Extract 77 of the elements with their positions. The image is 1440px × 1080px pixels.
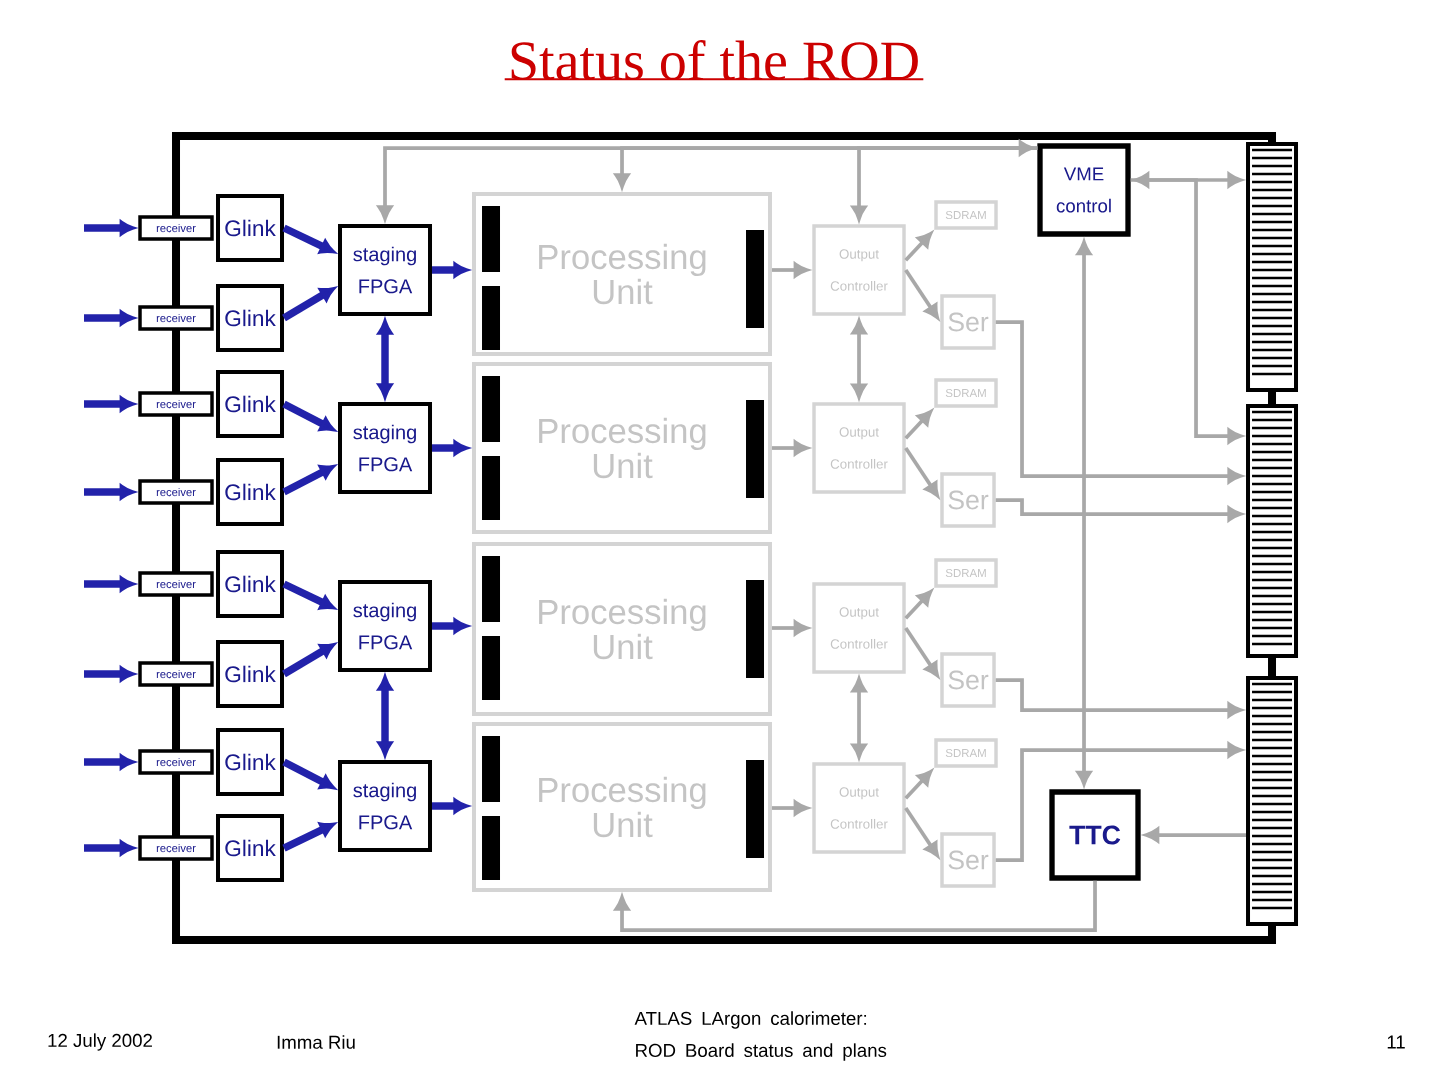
arrow — [851, 146, 1038, 221]
arrow — [904, 232, 933, 262]
arrow — [84, 576, 135, 592]
arrow — [84, 754, 135, 770]
serializer-box: Ser — [940, 652, 996, 708]
arrow — [851, 319, 867, 399]
fpga-box: staging FPGA — [338, 760, 432, 852]
page-number: 11 — [1387, 1035, 1405, 1049]
arrow — [995, 742, 1242, 862]
glink-box: Glink — [216, 640, 284, 708]
glink-box: Glink — [216, 284, 284, 352]
arrow — [282, 224, 335, 254]
arrow — [1144, 827, 1246, 843]
vme-control-box: VME control — [1037, 143, 1131, 237]
arrow — [904, 410, 933, 440]
arrow — [772, 620, 809, 636]
arrow — [772, 800, 809, 816]
arrow — [904, 806, 939, 857]
arrow — [432, 440, 468, 456]
serializer-box: Ser — [940, 832, 996, 888]
fpga-box: staging FPGA — [338, 402, 432, 494]
connector — [1246, 142, 1298, 392]
arrow — [84, 310, 135, 326]
glink-box: Glink — [216, 194, 284, 262]
arrow — [995, 678, 1242, 718]
date-label: 12 July 2002 — [48, 1033, 152, 1051]
arrow — [904, 590, 933, 620]
arrow — [84, 840, 135, 856]
fpga-box: staging FPGA — [338, 224, 432, 316]
arrow — [282, 822, 335, 852]
arrow — [904, 770, 933, 800]
glink-box: Glink — [216, 370, 284, 438]
glink-box: Glink — [216, 728, 284, 796]
arrow — [84, 396, 135, 412]
arrow — [995, 498, 1242, 522]
arrow — [432, 262, 468, 278]
arrow — [904, 626, 939, 677]
arrow — [84, 220, 135, 236]
glink-box: Glink — [216, 550, 284, 618]
serializer-box: Ser — [940, 472, 996, 528]
arrow — [614, 880, 1097, 932]
arrow — [377, 140, 1034, 220]
glink-box: Glink — [216, 814, 284, 882]
title: Status of the ROD — [504, 40, 924, 81]
arrow — [772, 440, 809, 456]
arrow — [282, 287, 335, 322]
arrow — [432, 618, 468, 634]
arrow — [282, 643, 335, 678]
arrow — [84, 666, 135, 682]
arrow — [432, 798, 468, 814]
arrow — [84, 484, 135, 500]
fpga-box: staging FPGA — [338, 580, 432, 672]
arrow — [1134, 172, 1242, 188]
arrow — [995, 320, 1242, 484]
connector — [1246, 676, 1298, 926]
processing-unit-box: Processing Unit — [472, 722, 772, 892]
arrow — [282, 758, 335, 790]
processing-unit-box: Processing Unit — [472, 192, 772, 356]
connector — [1246, 404, 1298, 658]
arrow — [904, 446, 939, 497]
arrow — [377, 676, 393, 756]
footer-note: ATLAS LArgon calorimeter: ROD Board status and plans — [634, 1011, 887, 1061]
arrow — [1076, 240, 1092, 786]
arrow — [282, 580, 335, 610]
arrow — [772, 262, 809, 278]
arrow — [904, 268, 939, 319]
arrow — [282, 400, 335, 432]
glink-box: Glink — [216, 458, 284, 526]
processing-unit-box: Processing Unit — [472, 362, 772, 534]
arrow — [377, 320, 393, 398]
processing-unit-box: Processing Unit — [472, 542, 772, 716]
arrow — [282, 464, 335, 496]
author-label: Imma Riu — [277, 1035, 355, 1049]
serializer-box: Ser — [940, 294, 996, 350]
arrow — [851, 677, 867, 759]
ttc-box: TTC — [1049, 789, 1141, 881]
arrow — [1130, 178, 1242, 444]
